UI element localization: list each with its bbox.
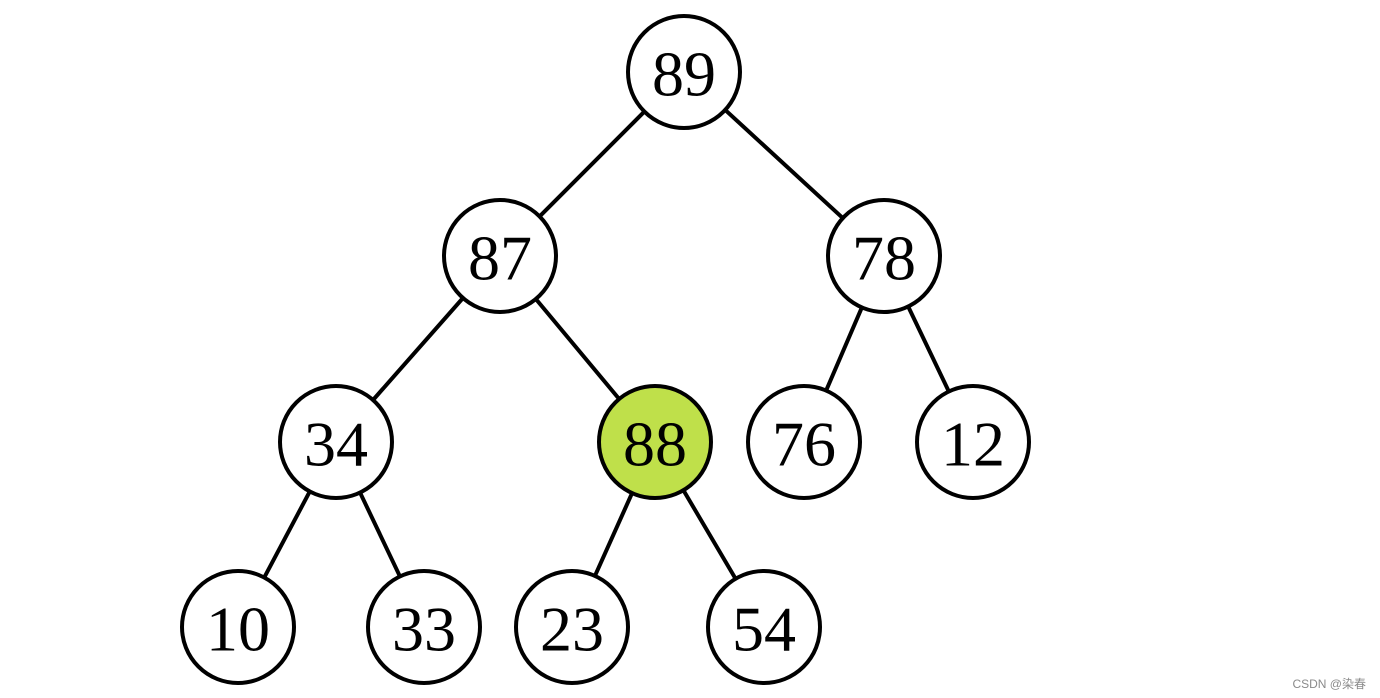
node-label: 10	[206, 594, 270, 665]
node-circle	[597, 384, 713, 500]
edge-n34-n33	[358, 490, 402, 579]
tree-node-87: 87	[442, 198, 558, 314]
tree-node-12: 12	[915, 384, 1031, 500]
node-label: 54	[732, 594, 796, 665]
edge-n78-n12	[906, 304, 951, 394]
node-circle	[278, 384, 394, 500]
tree-node-34: 34	[278, 384, 394, 500]
node-circle	[366, 569, 482, 685]
node-label: 78	[852, 223, 916, 294]
node-label: 23	[540, 594, 604, 665]
edge-n87-n88	[533, 297, 622, 401]
node-circle	[915, 384, 1031, 500]
tree-node-33: 33	[366, 569, 482, 685]
node-circle	[706, 569, 822, 685]
edge-n88-n54	[681, 488, 738, 581]
tree-node-89: 89	[626, 14, 742, 130]
edge-n78-n76	[824, 305, 864, 393]
edge-n88-n23	[592, 491, 635, 578]
node-circle	[626, 14, 742, 130]
tree-node-10: 10	[180, 569, 296, 685]
node-circle	[442, 198, 558, 314]
node-label: 88	[623, 409, 687, 480]
tree-node-76: 76	[746, 384, 862, 500]
tree-node-54: 54	[706, 569, 822, 685]
node-label: 89	[652, 39, 716, 110]
edge-n89-n78	[723, 107, 845, 221]
tree-edges	[262, 107, 951, 581]
tree-node-23: 23	[514, 569, 630, 685]
watermark-text: CSDN @染春	[1292, 677, 1366, 691]
node-label: 87	[468, 223, 532, 294]
node-circle	[746, 384, 862, 500]
tree-node-78: 78	[826, 198, 942, 314]
tree-node-88: 88	[597, 384, 713, 500]
tree-nodes: 89 87 78 34 88 76 12 10 33 23 54	[180, 14, 1031, 685]
edge-n89-n87	[537, 109, 647, 219]
node-label: 33	[392, 594, 456, 665]
edge-n34-n10	[262, 489, 312, 580]
node-label: 34	[304, 409, 368, 480]
node-circle	[180, 569, 296, 685]
node-label: 12	[941, 409, 1005, 480]
node-label: 76	[772, 409, 836, 480]
node-circle	[514, 569, 630, 685]
node-circle	[826, 198, 942, 314]
edge-n87-n34	[371, 296, 465, 402]
